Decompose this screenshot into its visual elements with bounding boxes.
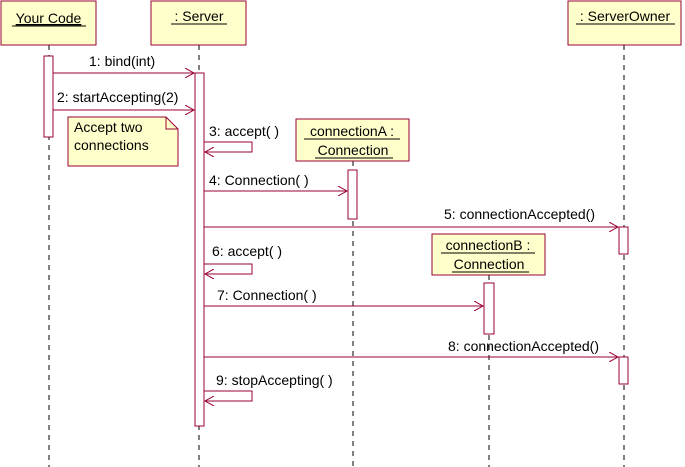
message-1-label: 1: bind(int) <box>89 53 155 69</box>
activation-your-code <box>43 55 54 138</box>
message-2-label: 2: startAccepting(2) <box>57 89 178 105</box>
message-9-label: 9: stopAccepting( ) <box>216 372 333 388</box>
message-8-label: 8: connectionAccepted() <box>448 338 599 354</box>
message-5-label: 5: connectionAccepted() <box>444 206 595 222</box>
message-2: 2: startAccepting(2) <box>53 89 194 110</box>
note-line-1: Accept two <box>74 119 143 135</box>
message-7: 7: Connection( ) <box>204 287 483 306</box>
object-connection-b: connectionB : Connection <box>431 233 546 276</box>
message-6-label: 6: accept( ) <box>212 243 282 259</box>
participant-server: : Server <box>150 0 247 46</box>
object-connection-b-name: connectionB : <box>446 237 531 253</box>
message-7-label: 7: Connection( ) <box>217 287 317 303</box>
object-connection-a-type: Connection <box>318 142 389 158</box>
message-3: 3: accept( ) <box>204 123 279 152</box>
activation-connection-b <box>483 282 495 335</box>
activation-server <box>194 72 205 427</box>
note-line-2: connections <box>74 137 149 153</box>
message-5: 5: connectionAccepted() <box>204 206 618 227</box>
object-connection-b-type: Connection <box>454 256 525 272</box>
activation-server-owner-2 <box>618 356 629 385</box>
message-4: 4: Connection( ) <box>204 172 347 191</box>
message-4-label: 4: Connection( ) <box>209 172 309 188</box>
activation-connection-a <box>347 169 358 220</box>
message-9: 9: stopAccepting( ) <box>204 372 333 401</box>
participant-your-code: Your Code <box>0 0 97 46</box>
participant-server-label: : Server <box>174 8 223 24</box>
participant-server-owner: : ServerOwner <box>567 0 682 46</box>
message-3-label: 3: accept( ) <box>209 123 279 139</box>
note: Accept two connections <box>67 116 179 167</box>
activation-server-owner-1 <box>618 226 629 255</box>
object-connection-a-name: connectionA : <box>310 123 394 139</box>
message-8: 8: connectionAccepted() <box>204 338 618 357</box>
message-1: 1: bind(int) <box>53 53 194 73</box>
participant-server-owner-label: : ServerOwner <box>580 8 671 24</box>
participant-your-code-label: Your Code <box>16 10 82 26</box>
message-6: 6: accept( ) <box>204 243 282 274</box>
object-connection-a: connectionA : Connection <box>295 118 410 162</box>
